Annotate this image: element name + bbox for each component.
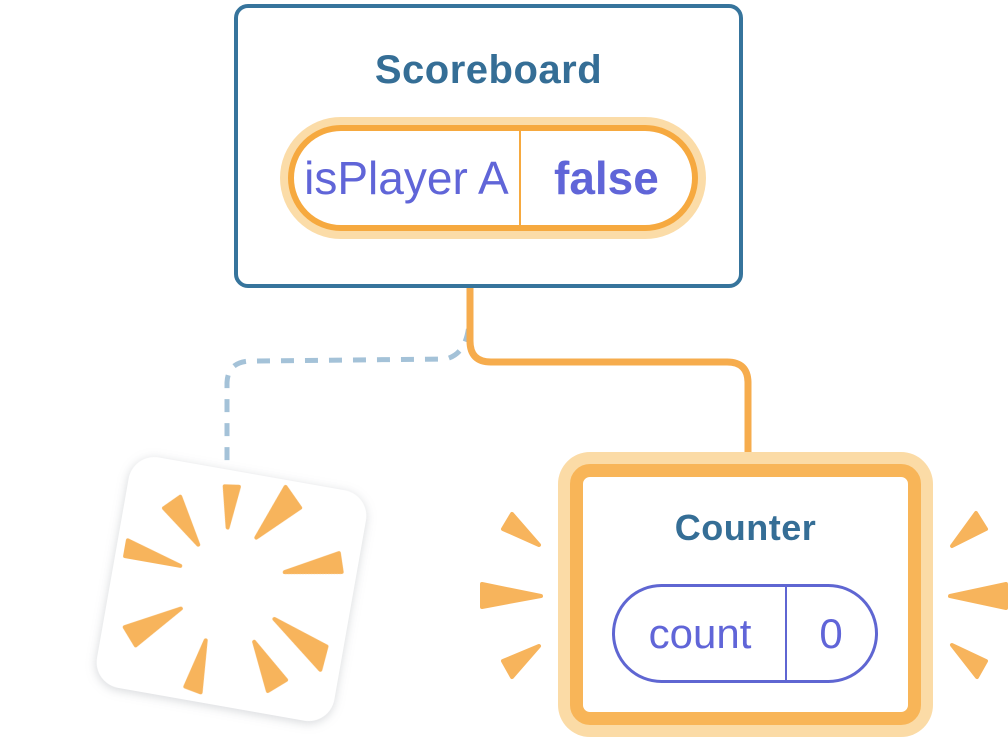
poof-burst-icon (96, 457, 367, 722)
state-value: 0 (819, 609, 843, 657)
scoreboard-state-pill: isPlayer A false (288, 125, 698, 231)
dashed-connector-line (224, 304, 473, 466)
poof-card (96, 457, 367, 722)
poof-rays (122, 484, 344, 695)
scoreboard-title: Scoreboard (374, 48, 603, 92)
pill-divider (518, 131, 521, 225)
state-label: isPlayer A (304, 152, 509, 204)
state-value: false (554, 152, 659, 204)
pill-divider (785, 587, 787, 680)
emphasis-rays-icon (480, 511, 1008, 679)
state-label: count (648, 609, 752, 657)
state-connector-line (466, 288, 752, 456)
counter-title: Counter (674, 507, 817, 548)
counter-state-pill: count 0 (612, 584, 878, 683)
